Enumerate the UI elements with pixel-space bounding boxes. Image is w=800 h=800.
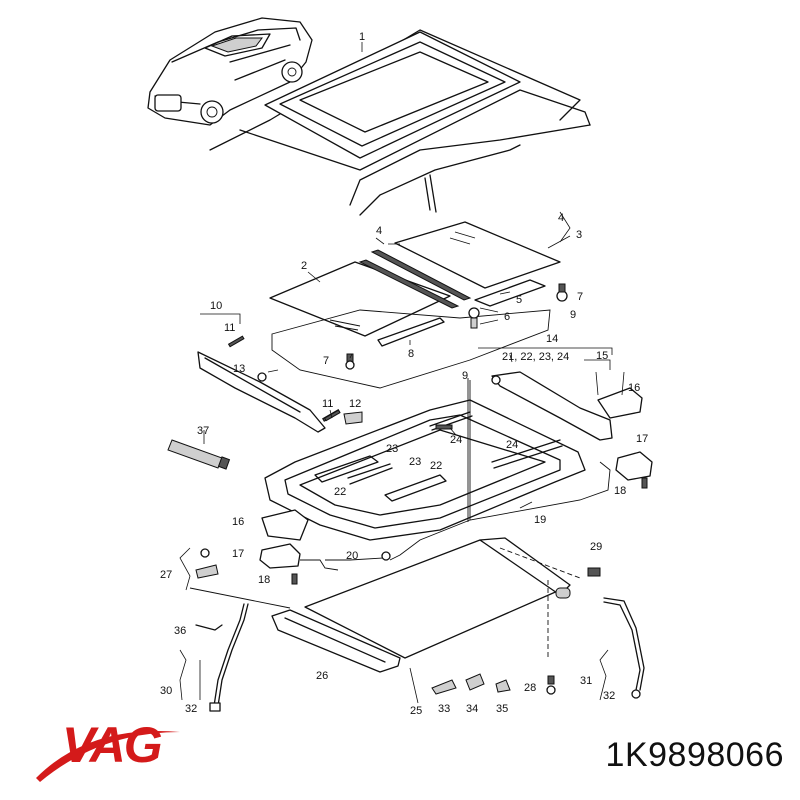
callout-1: 1: [359, 31, 365, 43]
callout-14: 14: [546, 333, 558, 345]
callout-16b: 16: [232, 516, 244, 528]
callout-11a: 11: [224, 322, 235, 334]
seal-and-deflector: [271, 309, 551, 389]
brand-logo-text: VAG: [62, 717, 163, 773]
callout-18b: 18: [258, 574, 270, 586]
callout-12: 12: [349, 398, 361, 410]
callout-3: 3: [576, 229, 582, 241]
callout-6: 6: [504, 311, 510, 323]
callout-5: 5: [516, 294, 522, 306]
callout-28: 28: [524, 682, 536, 694]
callout-24b: 24: [506, 439, 518, 451]
callout-32a: 32: [185, 703, 197, 715]
callout-13: 13: [233, 363, 245, 375]
callout-20: 20: [346, 550, 358, 562]
part-37-sealant-tube: [167, 439, 231, 470]
callout-4b: 4: [558, 212, 564, 224]
callout-7b: 7: [323, 355, 329, 367]
callout-17a: 17: [636, 433, 648, 445]
construction-lines: [189, 378, 581, 660]
parts-14-15-drive-assembly: [491, 371, 643, 441]
callout-21-24: 21, 22, 23, 24: [502, 351, 569, 363]
callout-17b: 17: [232, 548, 244, 560]
callout-22a: 22: [334, 486, 346, 498]
drive-cables: [300, 461, 611, 571]
callout-8: 8: [408, 348, 414, 360]
small-clips: [431, 567, 601, 695]
vehicle-thumbnail: [147, 17, 313, 126]
leader-lines: [179, 42, 625, 704]
drain-hoses-left: [195, 603, 249, 712]
drain-hose-right: [603, 597, 645, 699]
callout-labels: 1 2 3 4 4 5 6 7 7 8 9 9 10 11 11 12 13 1…: [160, 31, 648, 717]
parts-16-17-18-left: [195, 509, 309, 585]
callout-31: 31: [580, 675, 592, 687]
callout-11b: 11: [322, 398, 333, 410]
part-1-roof-frame: [264, 31, 521, 159]
brand-logo-swoosh-icon: [36, 730, 180, 782]
part-10-deflector-strip: [197, 335, 341, 433]
callout-4a: 4: [376, 225, 382, 237]
callout-10: 10: [210, 300, 222, 312]
callout-9a: 9: [570, 309, 576, 321]
callout-23b: 23: [409, 456, 421, 468]
callout-29: 29: [590, 541, 602, 553]
callout-9b: 9: [462, 370, 468, 382]
part-26-rail: [271, 609, 401, 673]
callout-32b: 32: [603, 690, 615, 702]
callout-24a: 24: [450, 434, 462, 446]
callout-26: 26: [316, 670, 328, 682]
callout-18a: 18: [614, 485, 626, 497]
callout-37: 37: [197, 425, 209, 437]
callout-19: 19: [534, 514, 546, 526]
callout-16a: 16: [628, 382, 640, 394]
callout-35: 35: [496, 703, 508, 715]
callout-25: 25: [410, 705, 422, 717]
roof-outline: [209, 29, 591, 216]
callout-27: 27: [160, 569, 172, 581]
callout-22b: 22: [430, 460, 442, 472]
callout-36: 36: [174, 625, 186, 637]
callout-7a: 7: [577, 291, 583, 303]
callout-15: 15: [596, 350, 608, 362]
parts-11-12-clips: [323, 409, 453, 430]
part-number: 1K9898066: [605, 736, 784, 774]
callout-30: 30: [160, 685, 172, 697]
part-25-sunshade: [304, 537, 571, 659]
callout-33: 33: [438, 703, 450, 715]
callout-2: 2: [301, 260, 307, 272]
sunroof-main-frame: [264, 399, 586, 541]
callout-23a: 23: [386, 443, 398, 455]
callout-34: 34: [466, 703, 478, 715]
glass-panels: [269, 221, 561, 337]
part-17-motor-right: [615, 451, 653, 489]
